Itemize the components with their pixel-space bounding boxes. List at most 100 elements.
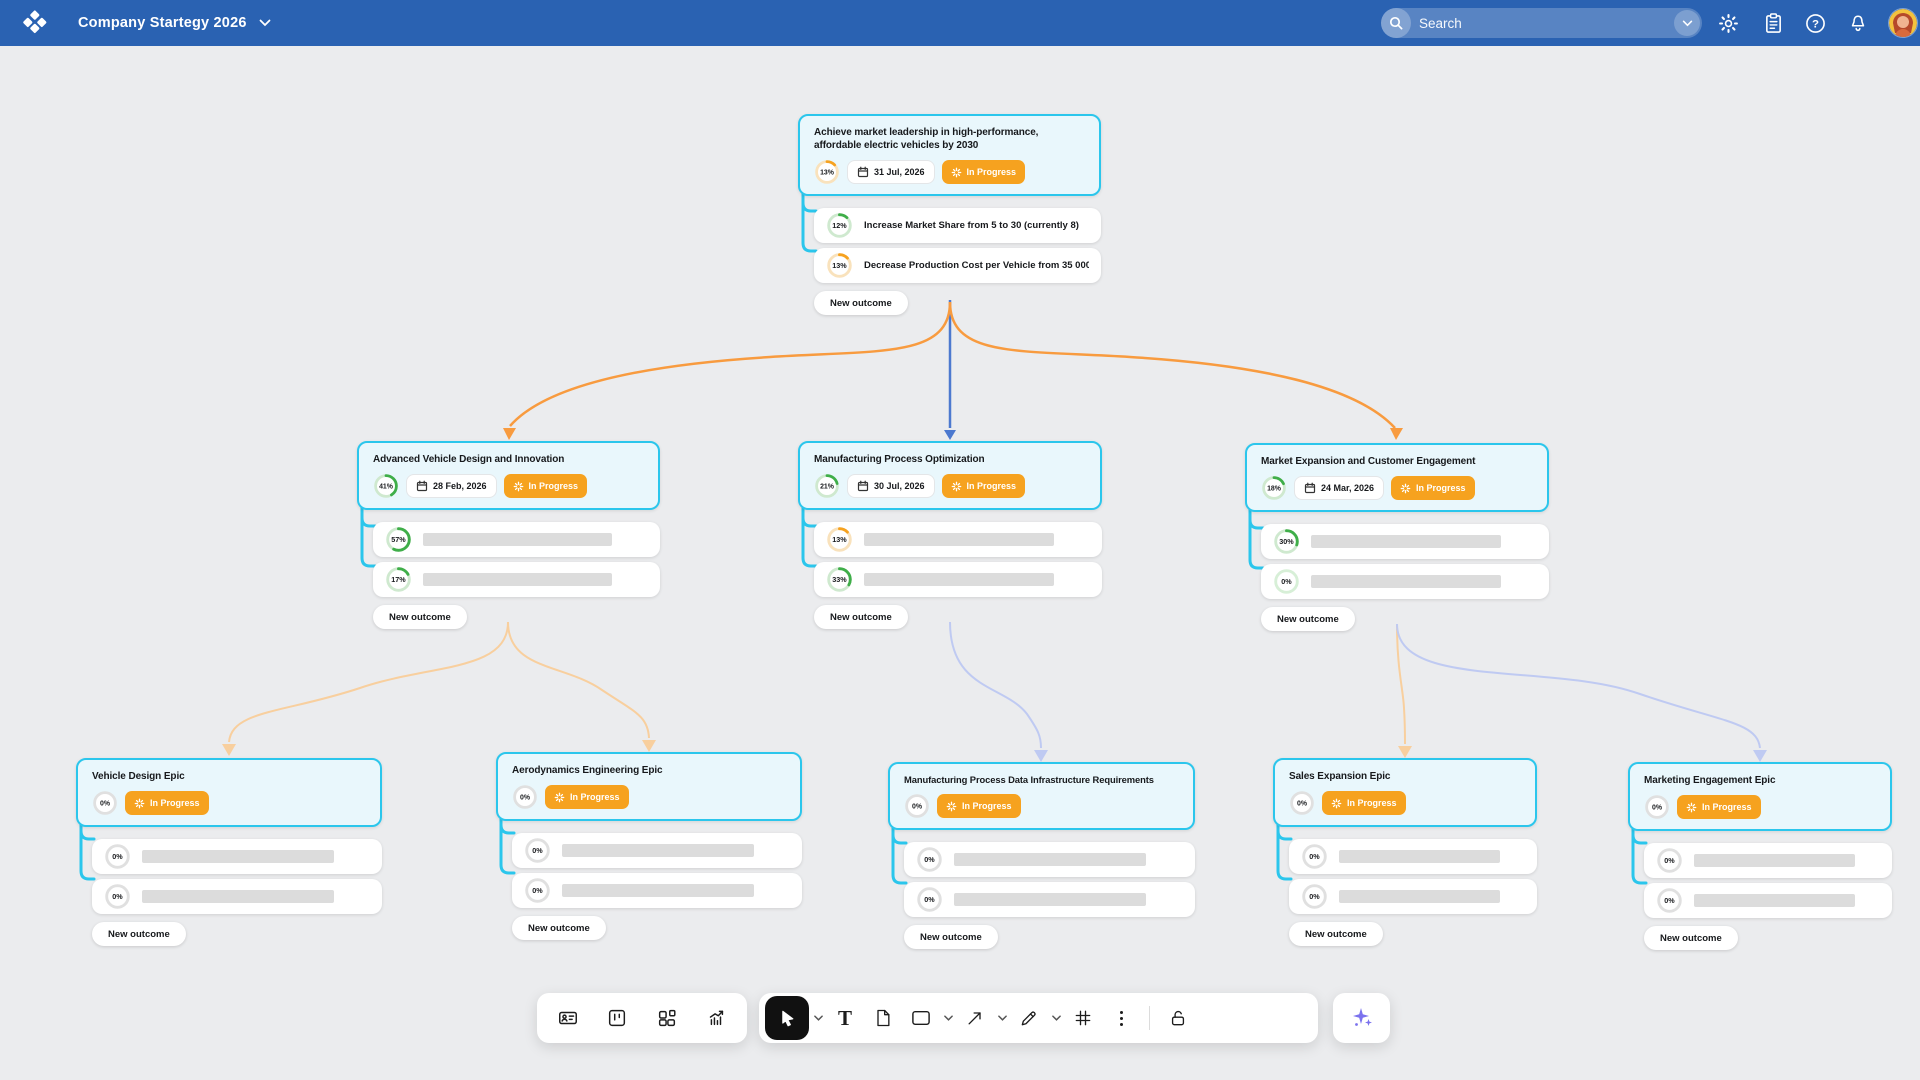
card-tools-dock (537, 993, 747, 1043)
outcome-row[interactable]: 0% (1261, 564, 1549, 599)
new-outcome-button[interactable]: New outcome (373, 605, 467, 629)
due-date-chip[interactable]: 28 Feb, 2026 (406, 474, 497, 498)
in-progress-icon (951, 481, 961, 491)
status-badge[interactable]: In Progress (1322, 791, 1406, 815)
status-badge[interactable]: In Progress (1391, 476, 1475, 500)
search-options-chevron-icon[interactable] (1674, 10, 1700, 36)
outcome-row[interactable]: 0% (512, 833, 802, 868)
app-logo-icon[interactable] (22, 10, 48, 36)
arrow-tool[interactable] (957, 1000, 993, 1036)
in-progress-icon (134, 798, 145, 808)
outcome-row[interactable]: 0% (1289, 879, 1537, 914)
objective-card[interactable]: Achieve market leadership in high-perfor… (798, 114, 1101, 196)
outcome-row[interactable]: 57% (373, 522, 660, 557)
in-progress-icon (951, 167, 961, 177)
outcome-row[interactable]: 0% (512, 873, 802, 908)
outcome-row[interactable]: 17% (373, 562, 660, 597)
outcome-row[interactable]: 0% (904, 842, 1195, 878)
outcome-row[interactable]: 0% (1289, 839, 1537, 874)
outcome-row[interactable]: 33% (814, 562, 1102, 597)
objective-card[interactable]: Manufacturing Process Data Infrastructur… (888, 762, 1195, 831)
objective-card[interactable]: Aerodynamics Engineering Epic 0% In Prog… (496, 752, 802, 821)
status-badge[interactable]: In Progress (937, 794, 1021, 819)
status-badge[interactable]: In Progress (125, 791, 209, 815)
objective-card[interactable]: Vehicle Design Epic 0% In Progress (76, 758, 382, 827)
status-badge[interactable]: In Progress (545, 785, 629, 809)
objective-card[interactable]: Advanced Vehicle Design and Innovation 4… (357, 441, 660, 510)
cursor-tool-chevron-icon[interactable] (811, 1003, 825, 1033)
contact-card-icon[interactable] (550, 1000, 586, 1036)
outcome-row[interactable]: 0% (904, 882, 1195, 918)
outcome-row[interactable]: 30% (1261, 524, 1549, 559)
search-input[interactable] (1411, 15, 1674, 31)
status-label: In Progress (570, 792, 620, 802)
blocks-layout-icon[interactable] (649, 1000, 685, 1036)
frame-tool[interactable] (1065, 1000, 1101, 1036)
outcome-row[interactable]: 0% (92, 879, 382, 914)
new-outcome-button[interactable]: New outcome (512, 916, 606, 940)
search-bar[interactable] (1381, 8, 1702, 38)
svg-text:57%: 57% (391, 535, 406, 544)
settings-gear-icon[interactable] (1713, 8, 1743, 38)
outcome-progress-ring: 0% (916, 846, 943, 873)
ai-sparkles-icon[interactable] (1344, 1000, 1380, 1036)
new-outcome-button[interactable]: New outcome (1261, 607, 1355, 631)
new-outcome-button[interactable]: New outcome (1644, 926, 1738, 950)
objective-card[interactable]: Marketing Engagement Epic 0% In Progress (1628, 762, 1892, 831)
svg-text:0%: 0% (100, 801, 110, 808)
objective-card[interactable]: Sales Expansion Epic 0% In Progress (1273, 758, 1537, 827)
new-outcome-button[interactable]: New outcome (814, 291, 908, 315)
board-title[interactable]: Company Startegy 2026 (78, 15, 247, 31)
shape-tool-chevron-icon[interactable] (941, 1003, 955, 1033)
status-badge[interactable]: In Progress (941, 474, 1026, 498)
due-date-chip[interactable]: 31 Jul, 2026 (847, 160, 935, 184)
outcome-row[interactable]: 13% (814, 522, 1102, 557)
pencil-tool[interactable] (1011, 1000, 1047, 1036)
help-icon[interactable]: ? (1800, 8, 1830, 38)
outcome-progress-ring: 17% (385, 566, 412, 593)
document-tool[interactable] (865, 1000, 901, 1036)
status-badge[interactable]: In Progress (503, 474, 588, 498)
outcome-row[interactable]: 0% (92, 839, 382, 874)
svg-text:0%: 0% (924, 895, 935, 904)
lock-open-tool[interactable] (1160, 1000, 1196, 1036)
outcome-row[interactable]: 13% Decrease Production Cost per Vehicle… (814, 248, 1101, 283)
new-outcome-button[interactable]: New outcome (814, 605, 908, 629)
progress-ring: 0% (512, 784, 538, 810)
progress-ring: 0% (904, 793, 930, 819)
more-tools-kebab-icon[interactable] (1103, 1000, 1139, 1036)
pencil-tool-chevron-icon[interactable] (1049, 1003, 1063, 1033)
svg-text:0%: 0% (112, 892, 123, 901)
new-outcome-button[interactable]: New outcome (92, 922, 186, 946)
objective-card[interactable]: Market Expansion and Customer Engagement… (1245, 443, 1549, 512)
due-date-chip[interactable]: 24 Mar, 2026 (1294, 476, 1385, 500)
outcome-row[interactable]: 0% (1644, 883, 1892, 918)
new-outcome-button[interactable]: New outcome (904, 925, 998, 950)
board-title-chevron-icon[interactable] (259, 19, 271, 27)
connector (509, 301, 952, 427)
select-cursor-tool[interactable] (765, 996, 809, 1040)
status-badge[interactable]: In Progress (1677, 795, 1761, 819)
toolbar-divider (1149, 1006, 1150, 1030)
svg-text:41%: 41% (379, 484, 393, 491)
outcome-row[interactable]: 0% (1644, 843, 1892, 878)
notifications-bell-icon[interactable] (1843, 8, 1873, 38)
shape-tool[interactable] (903, 1000, 939, 1036)
clipboard-icon[interactable] (1758, 8, 1788, 38)
objective-card[interactable]: Manufacturing Process Optimization 21% 3… (798, 441, 1102, 510)
search-icon[interactable] (1381, 8, 1411, 38)
outcome-row[interactable]: 12% Increase Market Share from 5 to 30 (… (814, 208, 1101, 243)
status-badge[interactable]: In Progress (941, 160, 1026, 184)
in-progress-icon (554, 792, 565, 802)
new-outcome-button[interactable]: New outcome (1289, 922, 1383, 946)
user-avatar[interactable] (1888, 8, 1918, 38)
outcome-placeholder (1339, 850, 1501, 863)
arrow-tool-chevron-icon[interactable] (995, 1003, 1009, 1033)
text-tool[interactable]: T (827, 1000, 863, 1036)
status-label: In Progress (150, 798, 200, 808)
analytics-chart-icon[interactable] (698, 1000, 734, 1036)
outcome-progress-ring: 0% (104, 883, 131, 910)
svg-text:0%: 0% (1664, 896, 1675, 905)
kanban-board-icon[interactable] (599, 1000, 635, 1036)
due-date-chip[interactable]: 30 Jul, 2026 (847, 474, 935, 498)
